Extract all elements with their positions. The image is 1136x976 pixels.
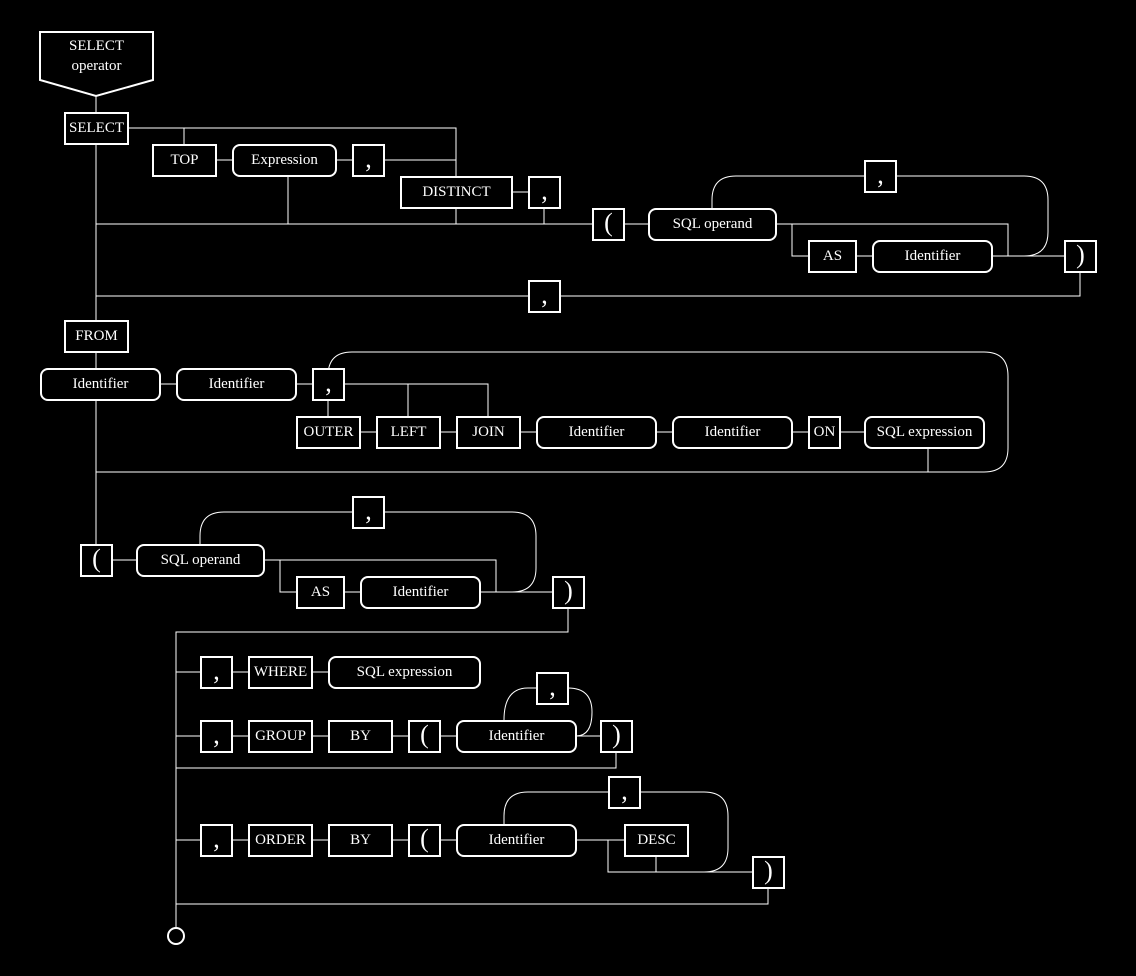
distinct-keyword: DISTINCT (400, 176, 513, 209)
comma-distinct-glyph: , (541, 175, 548, 205)
lparen-columns: ( (592, 208, 625, 241)
comma-where: , (200, 656, 233, 689)
comma-group: , (200, 720, 233, 753)
sql-operand-node-2: SQL operand (136, 544, 265, 577)
comma-order-loop: , (608, 776, 641, 809)
as-keyword-2: AS (296, 576, 345, 609)
rparen-group-glyph: ) (612, 719, 621, 749)
start-shape (39, 31, 154, 98)
where-keyword: WHERE (248, 656, 313, 689)
top-keyword: TOP (152, 144, 217, 177)
join-keyword: JOIN (456, 416, 521, 449)
identifier-alias-node: Identifier (872, 240, 993, 273)
comma-where-glyph: , (213, 655, 220, 685)
expression-node: Expression (232, 144, 337, 177)
desc-keyword: DESC (624, 824, 689, 857)
comma-top-glyph: , (365, 143, 372, 173)
comma-distinct: , (528, 176, 561, 209)
sql-expression-join-node: SQL expression (864, 416, 985, 449)
select-keyword: SELECT (64, 112, 129, 145)
start-label-line2: operator (71, 58, 122, 74)
rparen-columns: ) (1064, 240, 1097, 273)
outer-keyword: OUTER (296, 416, 361, 449)
comma-order-loop-glyph: , (621, 775, 628, 805)
comma-group-loop-glyph: , (549, 671, 556, 701)
comma-from: , (312, 368, 345, 401)
comma-top: , (352, 144, 385, 177)
identifier-table-node: Identifier (40, 368, 161, 401)
rparen-group: ) (600, 720, 633, 753)
sql-expression-where-node: SQL expression (328, 656, 481, 689)
on-keyword: ON (808, 416, 841, 449)
group-keyword: GROUP (248, 720, 313, 753)
lparen-columns-2: ( (80, 544, 113, 577)
identifier-join-table-node: Identifier (536, 416, 657, 449)
comma-select-return: , (528, 280, 561, 313)
comma-columns-loop-2: , (352, 496, 385, 529)
order-keyword: ORDER (248, 824, 313, 857)
sql-operand-node: SQL operand (648, 208, 777, 241)
connector-lines (39, 31, 1081, 945)
comma-from-glyph: , (325, 367, 332, 397)
identifier-order-node: Identifier (456, 824, 577, 857)
order-by-keyword: BY (328, 824, 393, 857)
rparen-order-glyph: ) (764, 855, 773, 885)
lparen-order: ( (408, 824, 441, 857)
identifier-table-alias-node: Identifier (176, 368, 297, 401)
lparen-group-glyph: ( (420, 719, 429, 749)
left-keyword: LEFT (376, 416, 441, 449)
identifier-alias-node-2: Identifier (360, 576, 481, 609)
comma-order-glyph: , (213, 823, 220, 853)
comma-columns-loop: , (864, 160, 897, 193)
rparen-order: ) (752, 856, 785, 889)
comma-columns-loop-glyph: , (877, 159, 884, 189)
comma-order: , (200, 824, 233, 857)
as-keyword: AS (808, 240, 857, 273)
comma-group-loop: , (536, 672, 569, 705)
rparen-columns-2: ) (552, 576, 585, 609)
rparen-columns-glyph: ) (1076, 239, 1085, 269)
lparen-columns-glyph: ( (604, 207, 613, 237)
rparen-columns-2-glyph: ) (564, 575, 573, 605)
from-keyword: FROM (64, 320, 129, 353)
lparen-group: ( (408, 720, 441, 753)
comma-group-glyph: , (213, 719, 220, 749)
start-label-line1: SELECT (69, 38, 124, 54)
start-label: SELECT operator (40, 36, 153, 76)
comma-columns-loop-2-glyph: , (365, 495, 372, 525)
identifier-join-alias-node: Identifier (672, 416, 793, 449)
lparen-columns-2-glyph: ( (92, 543, 101, 573)
end-circle (167, 927, 185, 945)
comma-select-return-glyph: , (541, 279, 548, 309)
lparen-order-glyph: ( (420, 823, 429, 853)
group-by-keyword: BY (328, 720, 393, 753)
identifier-group-node: Identifier (456, 720, 577, 753)
